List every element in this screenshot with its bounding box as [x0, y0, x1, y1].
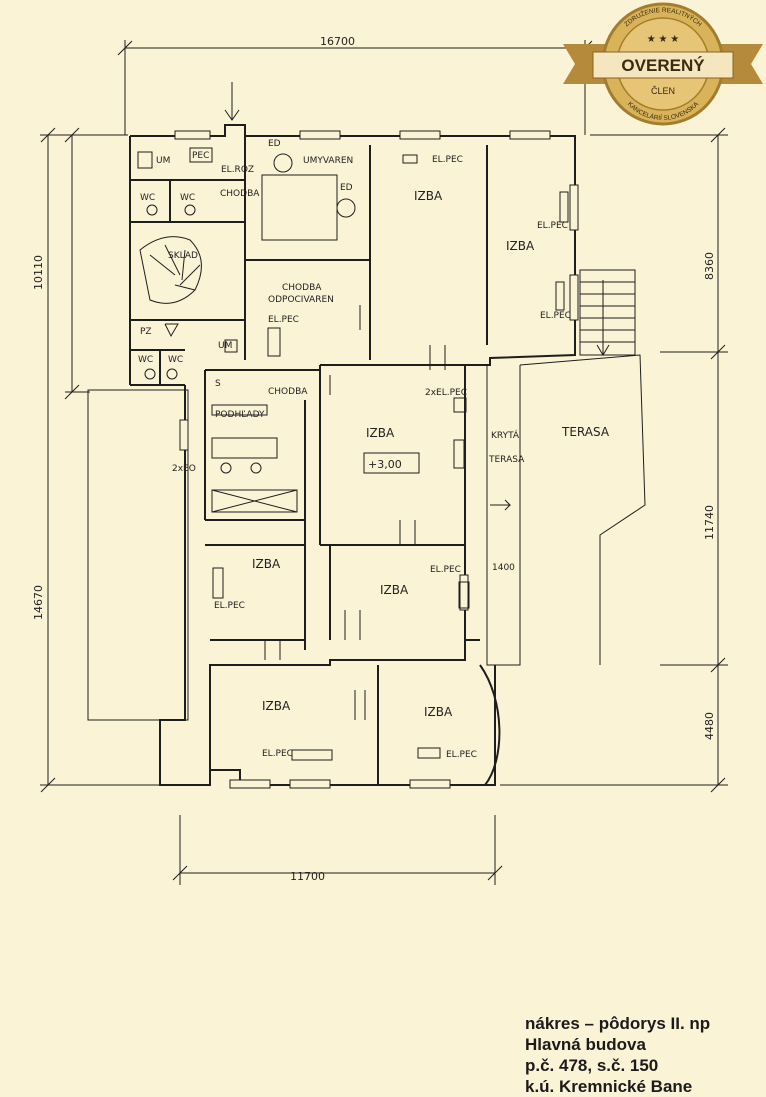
label-wc-3: WC: [138, 355, 153, 365]
label-level: +3,00: [368, 458, 402, 471]
dim-right-upper: 8360: [703, 252, 716, 280]
label-um-top: UM: [156, 156, 170, 166]
label-izba-5: IZBA: [380, 583, 409, 597]
badge-title: OVERENÝ: [621, 56, 705, 75]
dim-right-mid: 11740: [703, 505, 716, 540]
label-terasa-kryta: TERASA: [488, 455, 525, 465]
dim-left-full: 14670: [32, 585, 45, 620]
label-ed-1: ED: [268, 139, 281, 149]
label-el-pec-5: 2xEL.PEC: [425, 388, 467, 398]
label-el-roz: EL.ROZ: [221, 165, 254, 175]
dim-bottom: 11700: [290, 870, 325, 883]
fixtures: [137, 147, 569, 761]
caption-line-1: nákres – pôdorys II. np: [525, 1014, 711, 1033]
label-izba-3: IZBA: [366, 426, 395, 440]
label-eo: 2xEO: [172, 464, 196, 474]
label-el-pec-7: EL.PEC: [430, 565, 461, 575]
room-labels: UM PEC EL.ROZ WC WC CHODBA SKLAD ED ED U…: [138, 139, 610, 760]
label-izba-6: IZBA: [262, 699, 291, 713]
label-wc-4: WC: [168, 355, 183, 365]
label-pz: PZ: [140, 327, 152, 337]
label-izba-1: IZBA: [414, 189, 443, 203]
label-dim-small: 1400: [492, 563, 515, 573]
label-el-pec-4: EL.PEC: [268, 315, 299, 325]
plan-caption: nákres – pôdorys II. np Hlavná budova p.…: [525, 1013, 710, 1097]
label-el-pec-6: EL.PEC: [214, 601, 245, 611]
label-izba-7: IZBA: [424, 705, 453, 719]
caption-line-3: p.č. 478, s.č. 150: [525, 1056, 659, 1075]
badge-stars-icon: ★ ★ ★: [647, 34, 679, 45]
badge-subtitle: ČLEN: [651, 86, 675, 96]
overeny-badge: OVERENÝ ČLEN ★ ★ ★ ZDRUŽENIE REALITNÝCH …: [563, 2, 763, 126]
label-wc-1: WC: [140, 193, 155, 203]
label-el-pec-2: EL.PEC: [537, 221, 568, 231]
label-pec-top: PEC: [192, 151, 209, 161]
label-el-pec-8: EL.PEC: [262, 749, 293, 759]
dim-top: 16700: [320, 35, 355, 48]
label-terasa: TERASA: [561, 425, 610, 439]
caption-line-4: k.ú. Kremnické Bane: [525, 1077, 693, 1096]
label-izba-4: IZBA: [252, 557, 281, 571]
label-chodba-odp: CHODBA: [282, 283, 322, 293]
label-umyvaren: UMYVAREN: [303, 156, 353, 166]
label-sklad: SKLAD: [168, 251, 198, 261]
label-chodba-mid: CHODBA: [268, 387, 308, 397]
dim-right-lower: 4480: [703, 712, 716, 740]
label-el-pec-1: EL.PEC: [432, 155, 463, 165]
label-um-2: UM: [218, 341, 232, 351]
label-s: S: [215, 379, 221, 389]
internal-walls: [130, 136, 488, 785]
label-podhlady: PODHĽADY: [215, 410, 265, 420]
label-wc-2: WC: [180, 193, 195, 203]
label-kryta: KRYTÁ: [491, 429, 520, 441]
label-ed-2: ED: [340, 183, 353, 193]
stairs: [139, 82, 636, 356]
label-el-pec-9: EL.PEC: [446, 750, 477, 760]
label-chodba-top: CHODBA: [220, 189, 260, 199]
label-odpocivaren: ODPOCIVAREN: [268, 295, 334, 305]
dim-left-upper: 10110: [32, 255, 45, 290]
label-el-pec-3: EL.PEC: [540, 311, 571, 321]
label-izba-2: IZBA: [506, 239, 535, 253]
openings: [174, 130, 579, 789]
dimension-lines: 16700 11700 10110 14670 8360 11740 4480: [32, 35, 728, 885]
caption-line-2: Hlavná budova: [525, 1035, 646, 1054]
